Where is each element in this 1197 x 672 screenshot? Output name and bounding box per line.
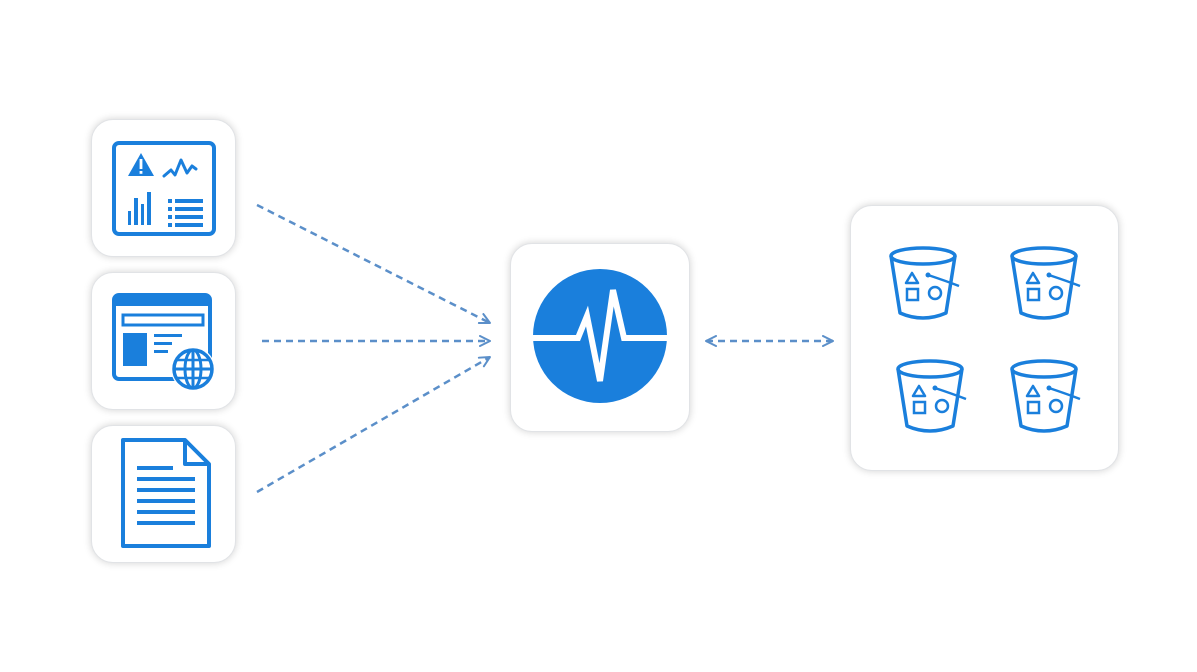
text-document-icon xyxy=(121,438,211,548)
connector-source-3-to-hub xyxy=(256,355,491,494)
source-card-dashboard[interactable] xyxy=(91,119,236,257)
source-card-document[interactable] xyxy=(91,425,236,563)
bucket-icon xyxy=(896,359,967,433)
storage-card[interactable] xyxy=(850,205,1119,471)
source-card-web[interactable] xyxy=(91,272,236,410)
dashboard-alert-chart-icon xyxy=(112,141,216,236)
web-browser-globe-icon xyxy=(112,293,215,391)
pulse-heartbeat-icon xyxy=(531,269,669,403)
bucket-icon xyxy=(1010,246,1081,320)
hub-card[interactable] xyxy=(510,243,690,432)
bucket-icon xyxy=(1010,359,1081,433)
connector-source-1-to-hub xyxy=(256,203,491,325)
bucket-icon xyxy=(889,246,960,320)
